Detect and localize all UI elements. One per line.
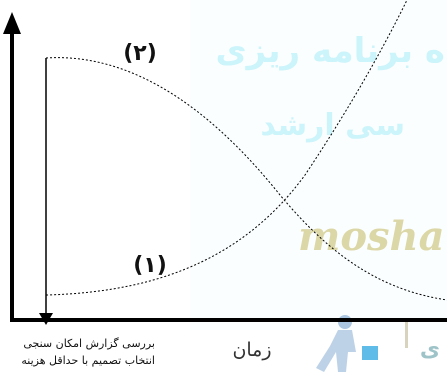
curves bbox=[45, 0, 447, 301]
decision-arrowhead-icon bbox=[39, 313, 53, 325]
watermark: ه برنامه ریزی سی ارشد mosha ی bbox=[190, 0, 447, 372]
watermark-title-line1: ه برنامه ریزی bbox=[215, 31, 445, 71]
curve-2-label: (۲) bbox=[123, 41, 157, 66]
watermark-background bbox=[190, 0, 447, 330]
decision-marker bbox=[39, 58, 53, 325]
y-axis-arrowhead-icon bbox=[3, 12, 21, 34]
caption-line-1: بررسی گزارش امکان سنجی bbox=[23, 337, 155, 350]
curve-1-increasing bbox=[45, 0, 408, 296]
watermark-figure-body bbox=[316, 330, 356, 372]
caption-line-2: انتخاب تصمیم با حداقل هزینه bbox=[21, 354, 155, 367]
watermark-corner-glyph: ی bbox=[420, 337, 440, 362]
watermark-title-line2: سی ارشد bbox=[260, 108, 405, 143]
x-axis-label: زمان bbox=[232, 339, 271, 361]
watermark-figure-bag bbox=[362, 346, 378, 360]
axes bbox=[3, 12, 447, 322]
watermark-figure-post bbox=[405, 318, 408, 348]
curve-1-label: (۱) bbox=[133, 253, 167, 278]
watermark-latin: mosha bbox=[298, 213, 445, 260]
curve-2-decreasing bbox=[45, 57, 447, 301]
